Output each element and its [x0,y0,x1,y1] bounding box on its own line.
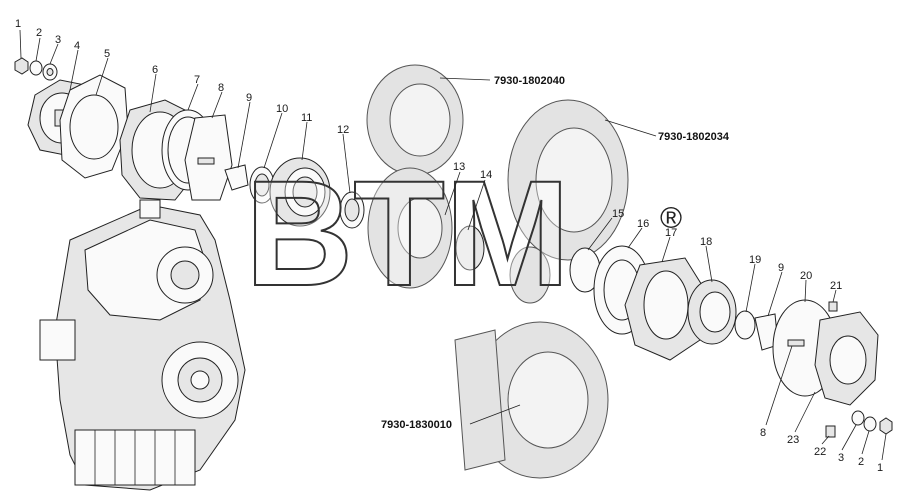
callout-8-left: 8 [218,82,224,94]
callout-7: 7 [194,74,200,86]
callout-5: 5 [104,48,110,60]
callout-2-right: 2 [858,456,864,468]
gear-bottom [454,246,609,479]
gear-top [366,64,464,176]
callout-3-left: 3 [55,34,61,46]
callout-19: 19 [749,254,761,266]
callout-9-left: 9 [246,92,252,104]
callout-12: 12 [337,124,349,136]
callouts: 1 2 3 4 5 6 7 8 9 10 11 12 13 14 15 16 1… [15,18,883,474]
left-parts [14,57,365,229]
callout-23: 23 [787,434,799,446]
callout-21: 21 [830,280,842,292]
callout-1-right: 1 [877,462,883,474]
gear-middle [367,167,485,289]
callout-10: 10 [276,103,288,115]
callout-18: 18 [700,236,712,248]
gear-right [507,99,629,261]
callout-17: 17 [665,227,677,239]
callout-13: 13 [453,161,465,173]
watermark: BTM ® [244,148,682,318]
callout-3-right: 3 [838,452,844,464]
watermark-text: BTM [245,149,570,317]
callout-11: 11 [301,112,312,124]
callout-1-left: 1 [15,18,21,30]
registered-mark: ® [660,202,682,235]
callout-8-right: 8 [760,427,766,439]
right-parts [569,245,893,438]
part-code-gear-top: 7930-1802040 [494,75,565,87]
part-code-gear-bottom: 7930-1830010 [381,419,452,431]
part-code-gear-right: 7930-1802034 [658,131,730,143]
leader-lines [19,29,887,461]
callout-15: 15 [612,208,624,220]
callout-20: 20 [800,270,812,282]
callout-9-right: 9 [778,262,784,274]
gearbox-housing [39,199,246,491]
callout-14: 14 [480,169,492,181]
callout-16: 16 [637,218,649,230]
part-codes: 7930-1802040 7930-1802034 7930-1830010 [381,75,730,431]
callout-4: 4 [74,40,80,52]
callout-2-left: 2 [36,27,42,39]
callout-22: 22 [814,446,826,458]
callout-6: 6 [152,64,158,76]
